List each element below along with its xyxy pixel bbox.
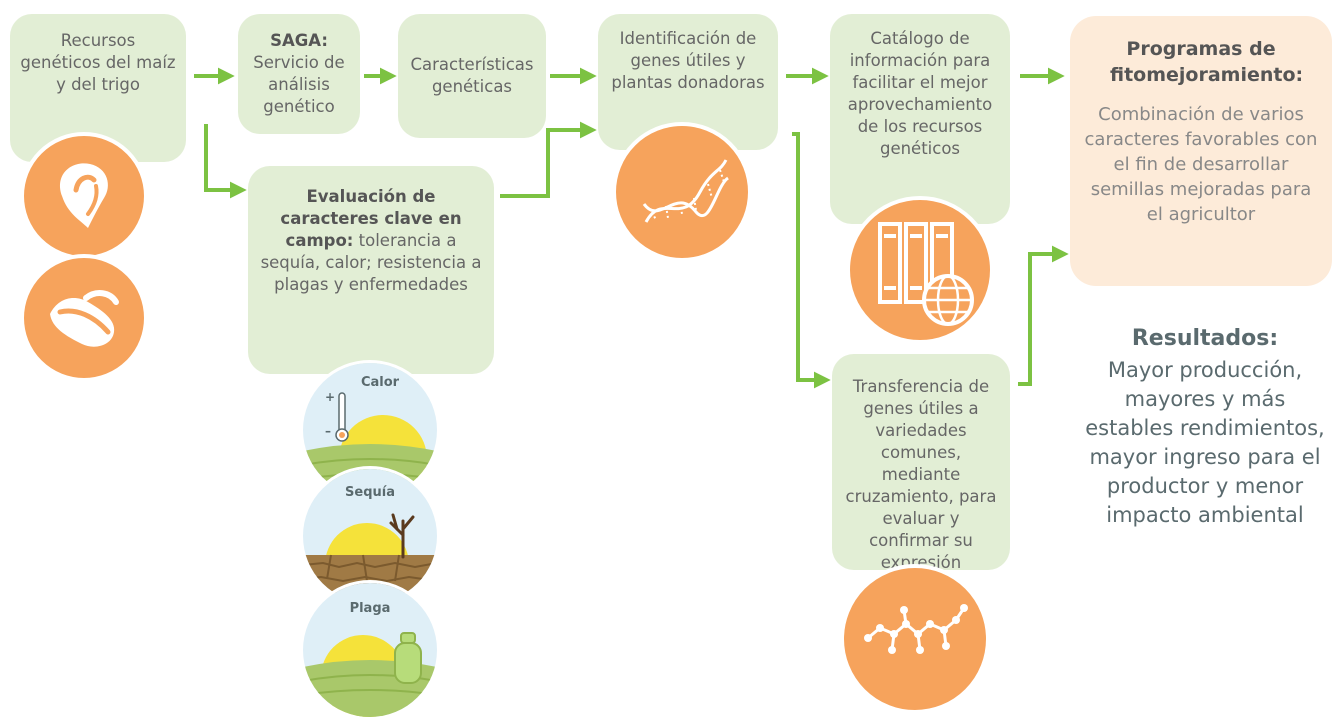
maize-kernel-circle <box>20 132 148 260</box>
wheat-grain-circle <box>20 254 148 382</box>
calor-label: Calor <box>360 375 400 390</box>
caracteristicas-box: Características genéticas <box>398 14 546 138</box>
resultados-title: Resultados: <box>1131 326 1279 351</box>
catalogo-box: Catálogo de información para facilitar e… <box>830 14 1010 224</box>
evaluacion-box: Evaluación de caracteres clave en campo:… <box>248 166 494 374</box>
dna-circle <box>612 122 752 262</box>
recursos-box: Recursos genéticos del maíz y del trigo <box>10 14 186 162</box>
catalogo-text: Catálogo de información para facilitar e… <box>847 29 993 158</box>
programas-box: Programas de fitomejoramiento: Combinaci… <box>1070 16 1332 286</box>
programas-title: Programas de fitomejoramiento: <box>1110 38 1304 86</box>
books-globe-icon <box>878 222 974 326</box>
calor-plus: + <box>325 390 335 404</box>
caracteristicas-text: Características genéticas <box>410 55 534 96</box>
evaluacion-text: tolerancia a sequía, calor; resistencia … <box>260 231 482 294</box>
books-globe-circle <box>846 196 994 344</box>
arrow-identificacion-transferencia <box>792 132 831 389</box>
transferencia-box: Transferencia de genes útiles a variedad… <box>832 354 1010 572</box>
identificacion-text: Identificación de genes útiles y plantas… <box>611 29 765 92</box>
maize-kernel-icon <box>60 163 108 228</box>
calor-minus: – <box>325 424 331 438</box>
evaluacion-title: Evaluación de caracteres clave en <box>280 187 462 228</box>
plaga-scene-art <box>303 583 437 717</box>
arrow-recursos-evaluacion <box>204 124 247 199</box>
molecule-icon <box>864 604 968 654</box>
arrow-transferencia-programas <box>1018 245 1069 386</box>
plaga-label: Plaga <box>349 601 391 616</box>
dna-icon <box>642 159 730 223</box>
molecule-circle <box>840 564 990 714</box>
plaga-scene: Plaga <box>300 580 440 720</box>
wheat-grain-icon <box>50 290 119 347</box>
sequia-label: Sequía <box>345 485 395 500</box>
saga-box: SAGA: Servicio de análisis genético <box>238 14 360 134</box>
arrow-evaluacion-identificacion <box>500 121 597 198</box>
recursos-text: Recursos genéticos del maíz y del trigo <box>20 31 176 94</box>
evaluacion-title-end: campo: <box>285 231 354 250</box>
programas-text: Combinación de varios caracteres favorab… <box>1084 104 1318 225</box>
saga-title: SAGA: <box>270 31 328 50</box>
saga-text: Servicio de análisis genético <box>253 53 345 116</box>
resultados-text: Mayor producción, mayores y más estables… <box>1085 358 1325 527</box>
transferencia-text: Transferencia de genes útiles a variedad… <box>845 377 997 572</box>
